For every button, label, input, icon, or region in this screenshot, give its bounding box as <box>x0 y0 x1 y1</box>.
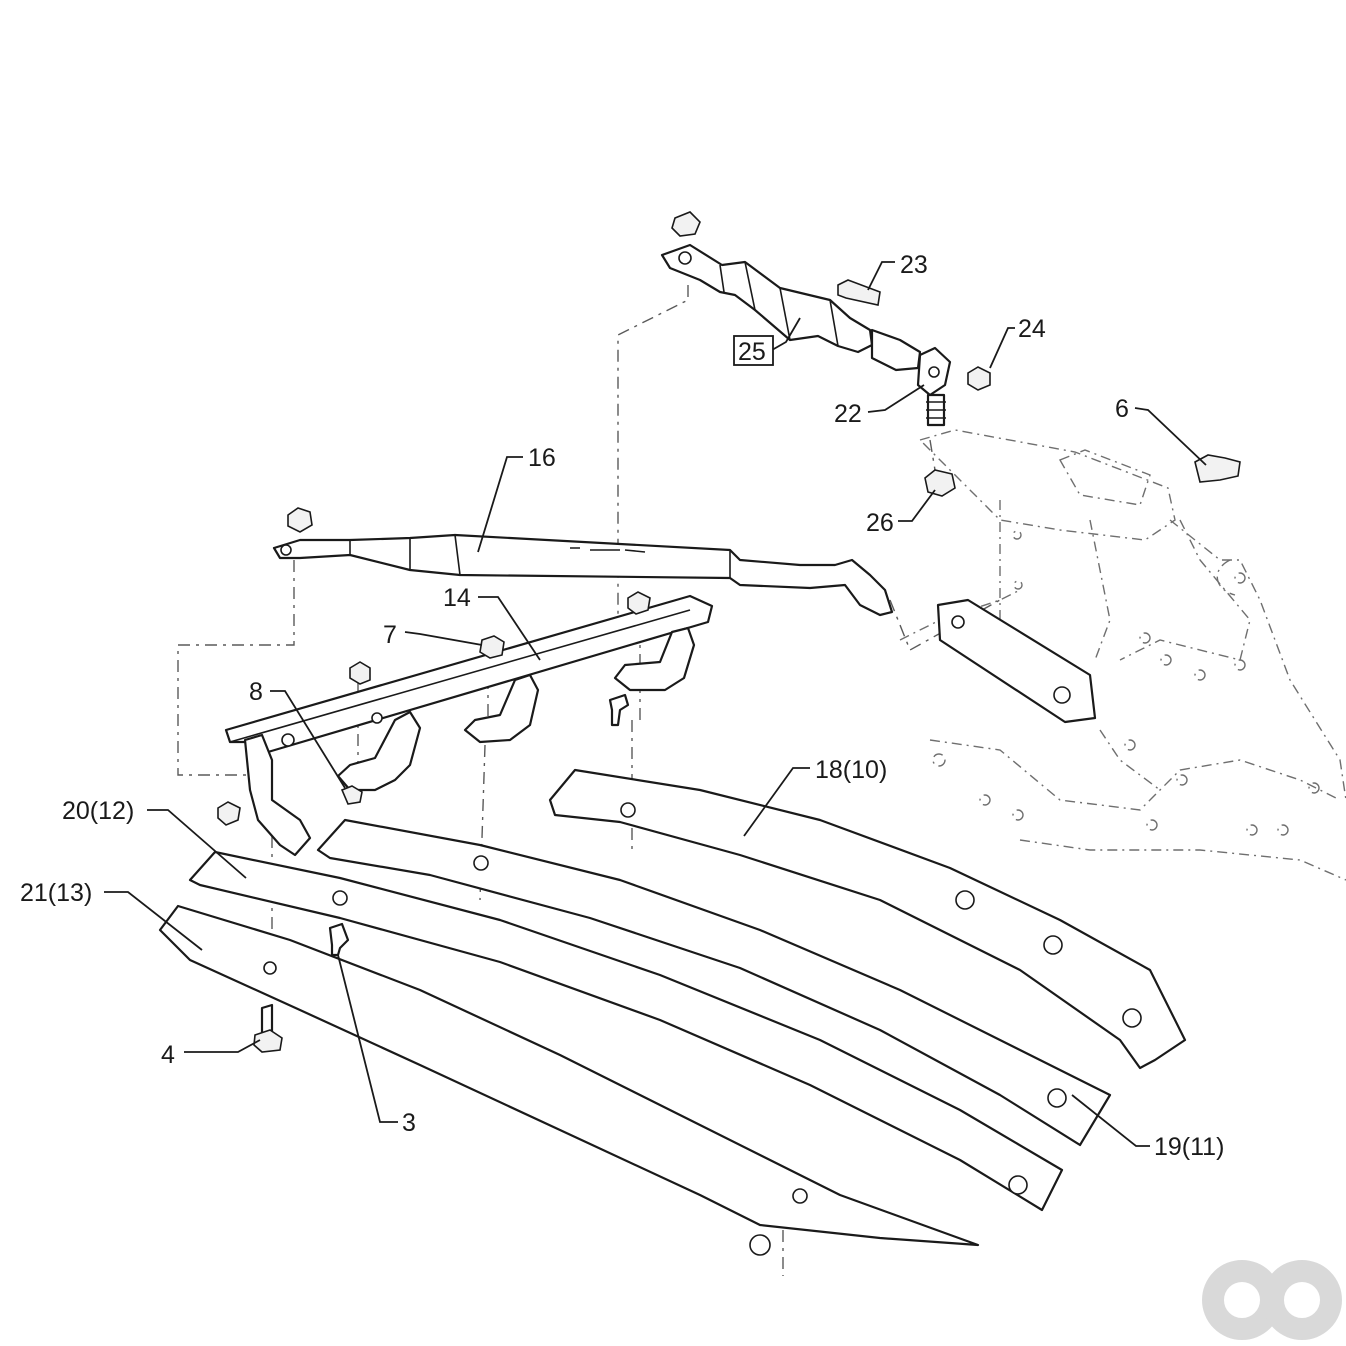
callout-8: 8 <box>249 678 263 706</box>
plough-frame-outline <box>899 429 1346 881</box>
callout-14: 14 <box>443 584 471 612</box>
callout-6: 6 <box>1115 395 1129 423</box>
callout-18-10: 18(10) <box>815 756 887 784</box>
callout-25-box <box>733 335 774 366</box>
callout-3: 3 <box>402 1109 416 1137</box>
bolt-23 <box>837 279 881 306</box>
callout-26: 26 <box>866 509 894 537</box>
callout-19-11: 19(11) <box>1154 1133 1224 1161</box>
blade-21 <box>158 904 980 1256</box>
callout-24: 24 <box>1018 315 1046 343</box>
blade-20 <box>188 850 1064 1212</box>
mounting-bar-14 <box>217 591 714 857</box>
bolt-4 <box>253 1003 283 1053</box>
watermark-logo-icon <box>1202 1260 1342 1340</box>
callout-25: 25 <box>738 338 766 366</box>
callout-7: 7 <box>383 621 397 649</box>
callout-leaders <box>104 261 1207 1147</box>
link-plate <box>936 598 1097 724</box>
blade-18 <box>548 768 1187 1070</box>
callout-23: 23 <box>900 251 928 279</box>
callout-21-13: 21(13) <box>20 879 92 907</box>
bolt-3 <box>328 922 350 957</box>
blade-19 <box>316 818 1112 1147</box>
callout-4: 4 <box>161 1041 175 1069</box>
bolt-6 <box>1194 454 1241 483</box>
turnbuckle-16 <box>272 507 894 617</box>
turnbuckle-25 <box>660 211 922 372</box>
ball-joint-22 <box>916 346 952 427</box>
nut-26 <box>924 469 956 497</box>
callout-20-12: 20(12) <box>62 797 134 825</box>
nut-24 <box>967 366 991 391</box>
callout-16: 16 <box>528 444 556 472</box>
callout-22: 22 <box>834 400 862 428</box>
